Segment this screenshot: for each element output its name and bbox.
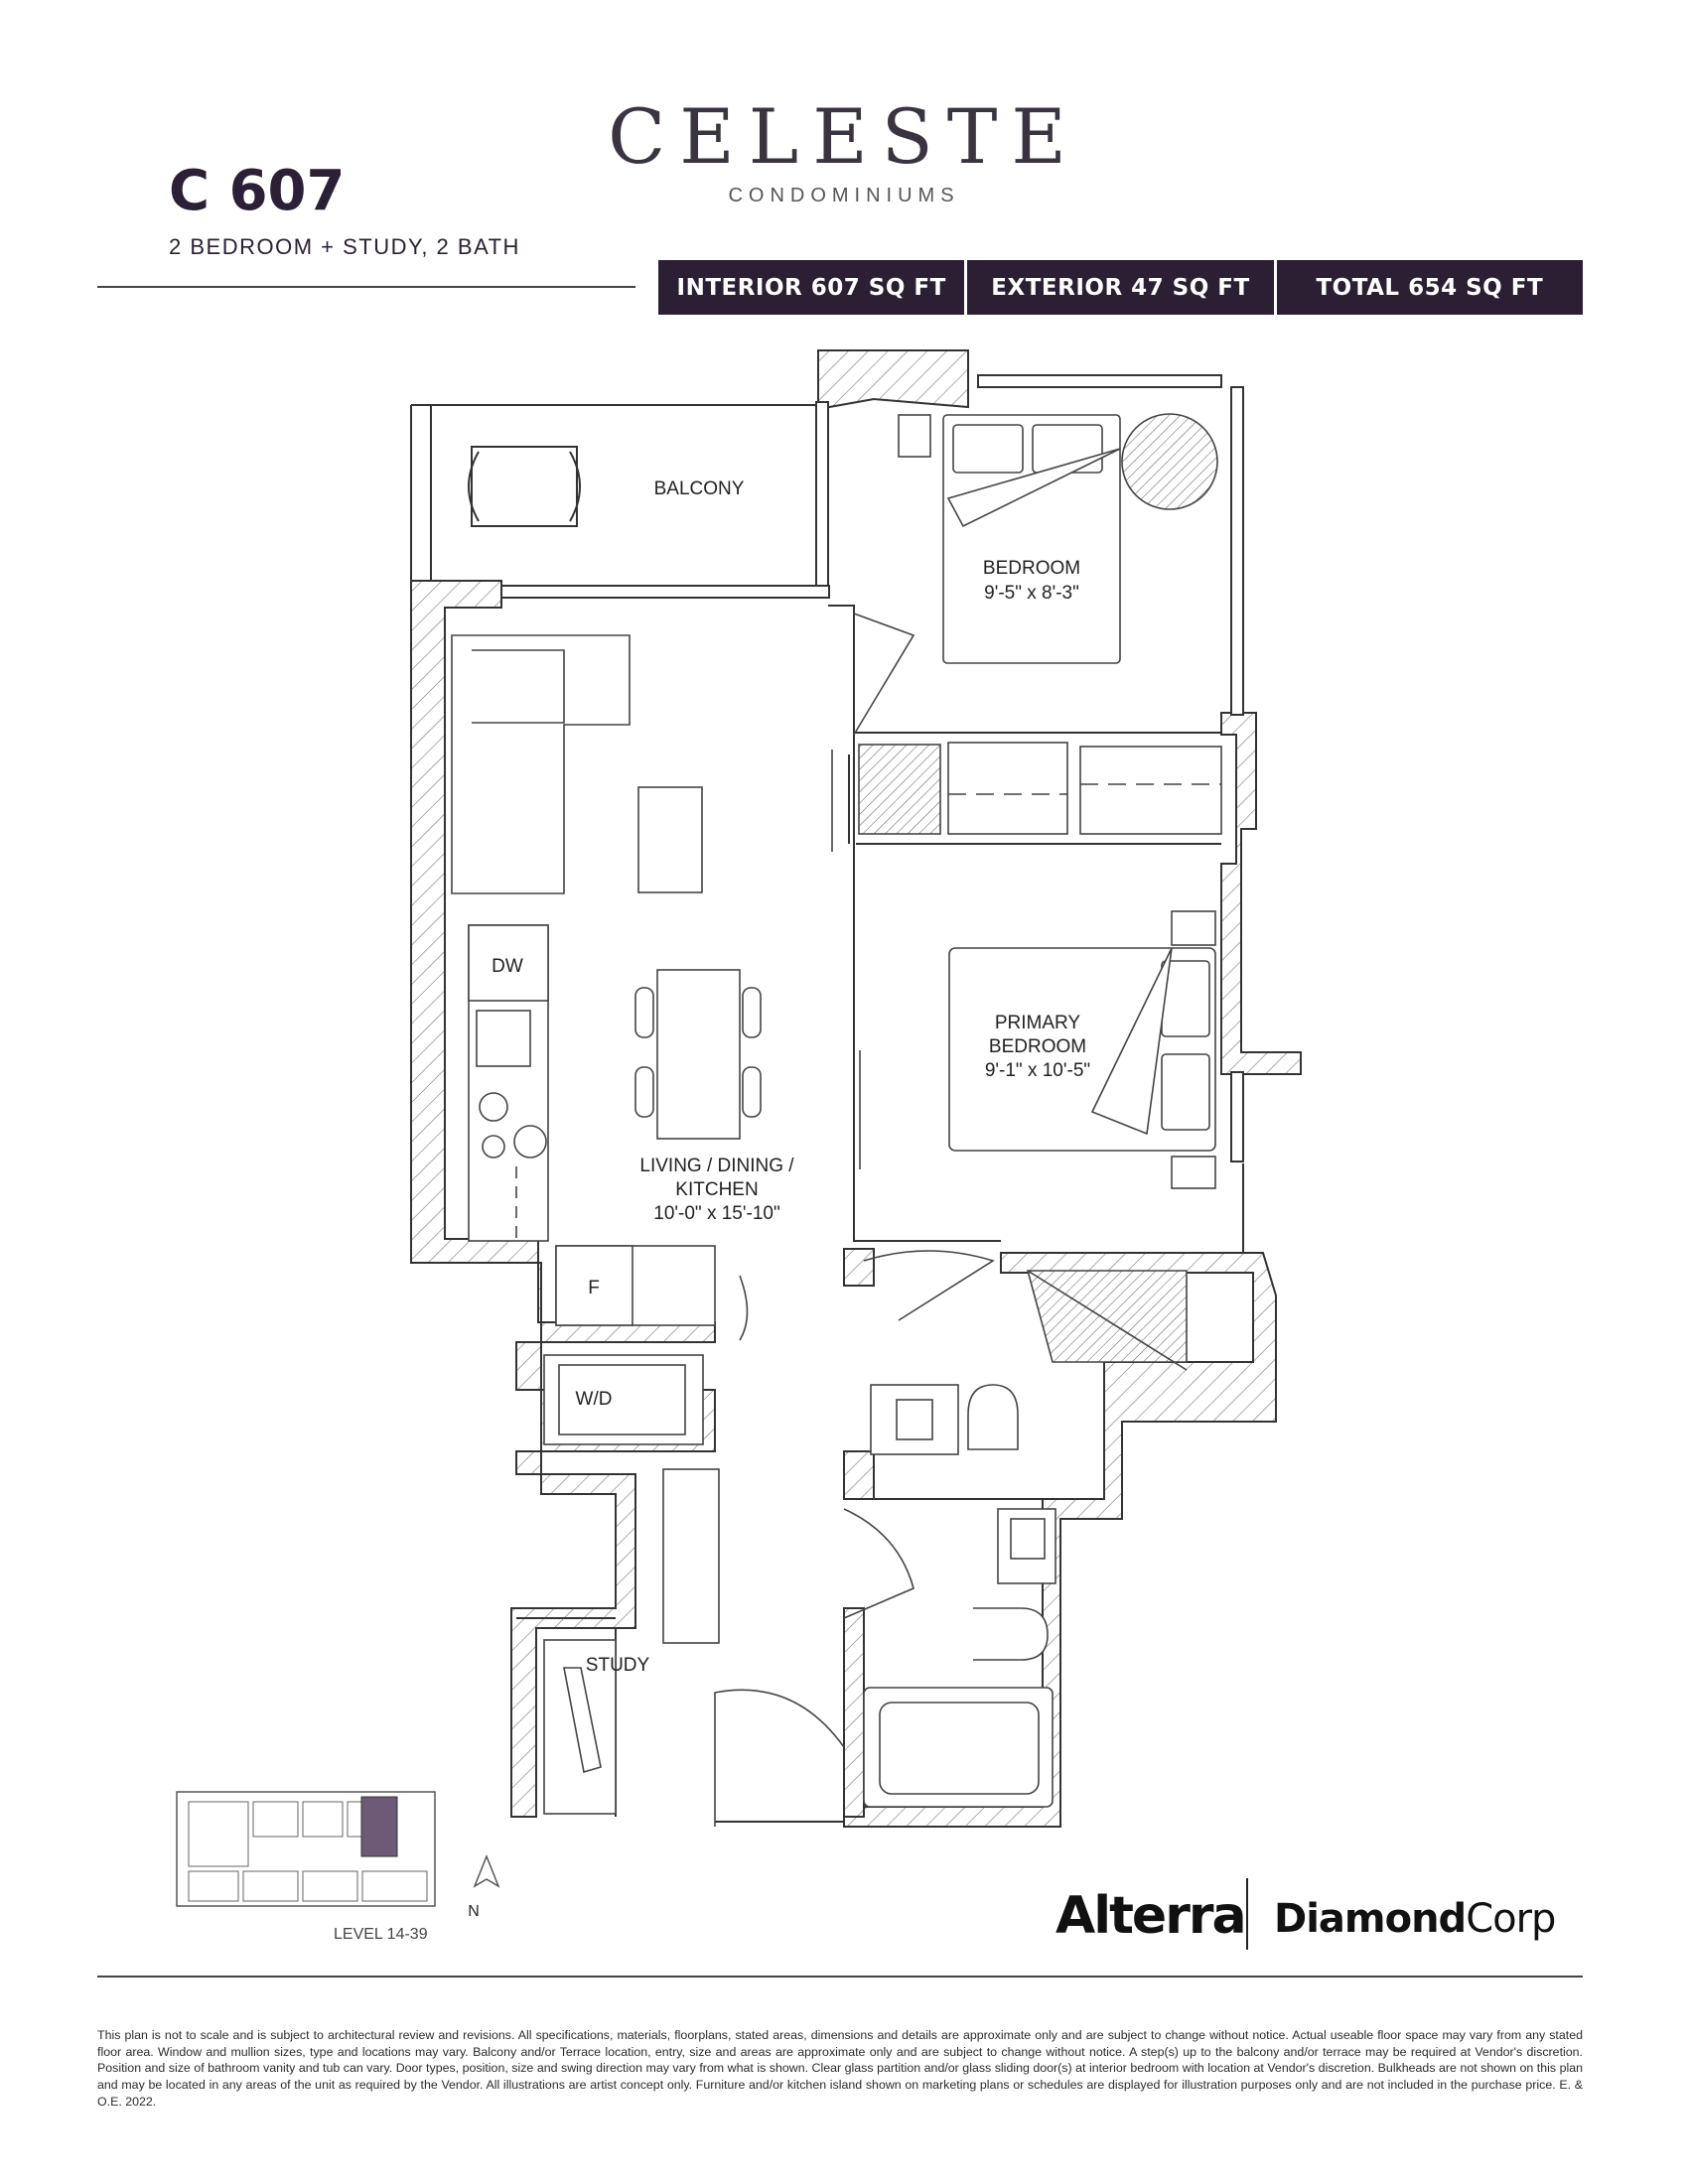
label-bedroom: BEDROOM bbox=[983, 558, 1080, 579]
diamondcorp-logo-light: Corp bbox=[1466, 1896, 1556, 1942]
label-living-size: 10'-0" x 15'-10" bbox=[653, 1203, 779, 1224]
windows bbox=[500, 374, 1244, 1162]
label-living-1: LIVING / DINING / bbox=[639, 1156, 794, 1176]
doors bbox=[714, 613, 995, 1827]
label-wd: W/D bbox=[576, 1389, 613, 1410]
key-plan-north: N bbox=[468, 1903, 480, 1920]
divider bbox=[97, 1976, 1583, 1978]
key-plan bbox=[176, 1791, 500, 1907]
balcony bbox=[410, 404, 816, 581]
unit-title: C 607 bbox=[169, 159, 346, 223]
exterior-area: EXTERIOR 47 SQ FT bbox=[964, 260, 1274, 315]
label-study: STUDY bbox=[586, 1655, 650, 1676]
diamondcorp-logo: DiamondCorp bbox=[1274, 1896, 1556, 1942]
logo-divider bbox=[1246, 1878, 1248, 1950]
bathroom-fixtures bbox=[863, 1270, 1188, 1808]
alterra-logo: Alterra bbox=[1055, 1886, 1247, 1946]
total-area: TOTAL 654 SQ FT bbox=[1273, 260, 1583, 315]
label-balcony: BALCONY bbox=[654, 478, 745, 499]
disclaimer: This plan is not to scale and is subject… bbox=[97, 2028, 1583, 2109]
primary-bedroom-furniture bbox=[948, 910, 1216, 1189]
label-primary-size: 9'-1" x 10'-5" bbox=[985, 1060, 1090, 1081]
closets bbox=[858, 742, 1222, 835]
label-primary-2: BEDROOM bbox=[989, 1036, 1086, 1057]
label-living-2: KITCHEN bbox=[675, 1179, 758, 1200]
brand-subtitle: CONDOMINIUMS bbox=[728, 185, 960, 206]
interior-area: INTERIOR 607 SQ FT bbox=[658, 260, 965, 315]
label-bedroom-size: 9'-5" x 8'-3" bbox=[984, 583, 1079, 604]
unit-subtitle: 2 BEDROOM + STUDY, 2 BATH bbox=[169, 234, 520, 259]
label-dw: DW bbox=[492, 956, 523, 977]
brand-name: CELESTE bbox=[608, 92, 1080, 181]
bedroom-furniture bbox=[898, 413, 1218, 664]
key-plan-level: LEVEL 14-39 bbox=[334, 1926, 428, 1943]
divider bbox=[97, 286, 635, 288]
living-furniture bbox=[451, 634, 762, 1815]
label-fridge: F bbox=[588, 1278, 600, 1298]
label-primary-1: PRIMARY bbox=[995, 1013, 1081, 1033]
area-stats-bar: INTERIOR 607 SQ FT EXTERIOR 47 SQ FT TOT… bbox=[658, 260, 1583, 315]
brand-logo: CELESTE CONDOMINIUMS bbox=[0, 99, 1688, 207]
diamondcorp-logo-bold: Diamond bbox=[1274, 1896, 1467, 1942]
